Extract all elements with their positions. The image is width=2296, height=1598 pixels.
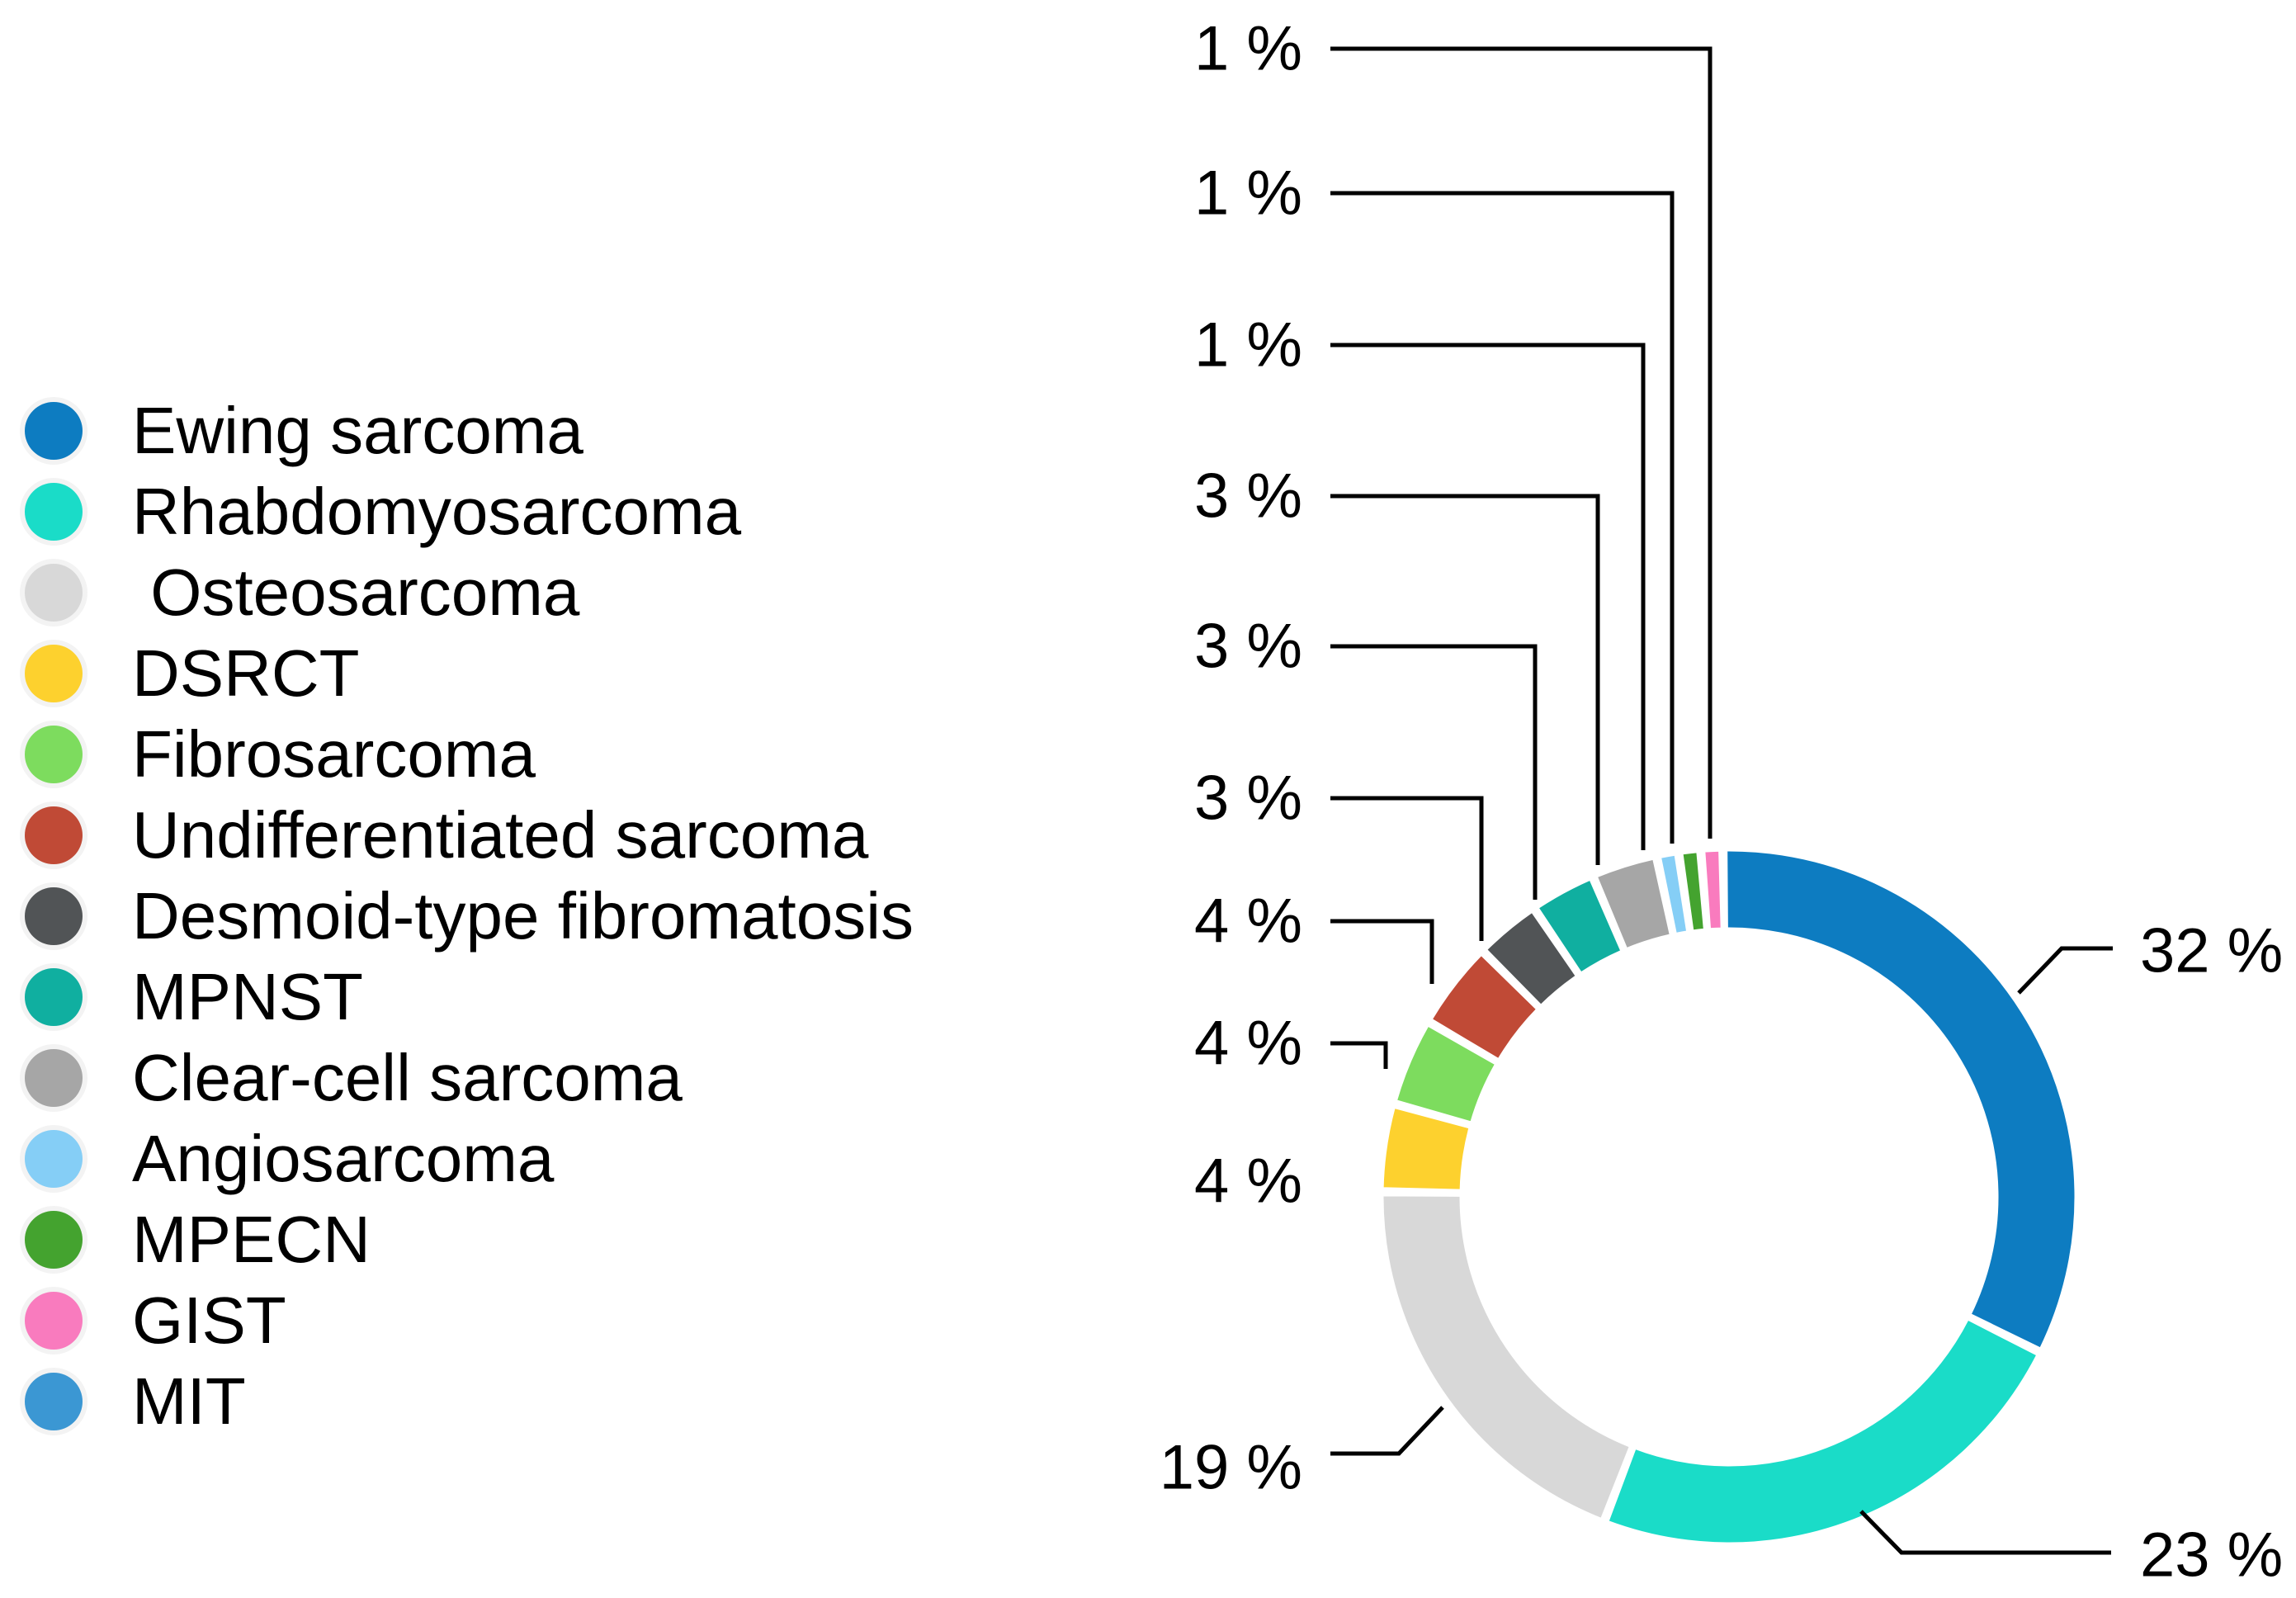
leader-line-osteosarcoma (1330, 1406, 1444, 1456)
legend-item-gist: GIST (25, 1280, 286, 1361)
legend-dot-clear-cell-sarcoma (25, 1049, 83, 1107)
legend-label-rhabdomyosarcoma: Rhabdomyosarcoma (132, 475, 742, 548)
legend-label-dsrct: DSRCT (132, 636, 360, 710)
percent-label-ewing-sarcoma: 32 % (2140, 916, 2283, 986)
legend-dot-mit (25, 1373, 83, 1430)
slice-mpecn (1680, 850, 1707, 933)
leader-line-fibrosarcoma (1330, 1041, 1388, 1069)
legend-dot-dsrct (25, 645, 83, 702)
leader-line-mpecn (1330, 191, 1675, 844)
legend-dot-ewing-sarcoma (25, 402, 83, 460)
slice-fibrosarcoma (1394, 1024, 1498, 1124)
legend-dot-rhabdomyosarcoma (25, 483, 83, 541)
percent-label-mpnst: 3 % (1194, 612, 1302, 682)
legend-item-mit: MIT (25, 1361, 246, 1442)
legend-label-clear-cell-sarcoma: Clear-cell sarcoma (132, 1041, 683, 1114)
leader-line-ewing-sarcoma (2017, 946, 2113, 995)
slice-osteosarcoma (1381, 1194, 1632, 1521)
percent-label-fibrosarcoma: 4 % (1194, 1009, 1302, 1079)
percent-label-mpecn: 1 % (1194, 158, 1302, 229)
legend-label-mit: MIT (132, 1364, 246, 1438)
leader-line-mpnst (1330, 644, 1538, 900)
legend-dot-fibrosarcoma (25, 726, 83, 783)
legend-label-osteosarcoma: Osteosarcoma (132, 556, 580, 629)
leader-line-undifferentiated-sarcoma (1330, 919, 1434, 984)
percent-label-gist: 1 % (1194, 14, 1302, 84)
legend-item-clear-cell-sarcoma: Clear-cell sarcoma (25, 1038, 683, 1118)
slice-undifferentiated-sarcoma (1429, 953, 1539, 1061)
leader-line-clear-cell-sarcoma (1330, 494, 1600, 865)
legend-dot-mpecn (25, 1211, 83, 1269)
slice-dsrct (1381, 1105, 1472, 1192)
percent-label-angiosarcoma: 1 % (1194, 310, 1302, 381)
legend-label-undifferentiated-sarcoma: Undifferentiated sarcoma (132, 798, 869, 872)
legend-item-osteosarcoma: Osteosarcoma (25, 552, 579, 633)
slice-ewing-sarcoma (1725, 849, 2077, 1351)
legend-item-rhabdomyosarcoma: Rhabdomyosarcoma (25, 471, 741, 552)
slice-mpnst (1536, 877, 1623, 976)
percent-label-rhabdomyosarcoma: 23 % (2140, 1520, 2283, 1591)
leader-lines (1330, 46, 2113, 1555)
legend-dot-mpnst (25, 968, 83, 1026)
legend-item-desmoid-type-fibromatosis: Desmoid-type fibromatosis (25, 876, 914, 957)
legend-dot-osteosarcoma (25, 564, 83, 622)
legend-label-desmoid-type-fibromatosis: Desmoid-type fibromatosis (132, 879, 914, 953)
leader-line-gist (1330, 46, 1713, 839)
legend-item-undifferentiated-sarcoma: Undifferentiated sarcoma (25, 795, 868, 876)
percent-label-osteosarcoma: 19 % (1160, 1433, 1302, 1503)
legend-label-fibrosarcoma: Fibrosarcoma (132, 717, 536, 791)
legend-label-mpnst: MPNST (132, 960, 363, 1033)
legend-dot-gist (25, 1292, 83, 1350)
leader-line-rhabdomyosarcoma (1859, 1510, 2111, 1555)
legend-item-mpnst: MPNST (25, 957, 363, 1038)
donut-slices (1381, 849, 2077, 1545)
legend-item-mpecn: MPECN (25, 1199, 371, 1280)
legend-label-ewing-sarcoma: Ewing sarcoma (132, 394, 583, 467)
legend-label-angiosarcoma: Angiosarcoma (132, 1122, 555, 1195)
slice-clear-cell-sarcoma (1594, 857, 1673, 951)
legend-label-gist: GIST (132, 1284, 286, 1357)
legend-dot-desmoid-type-fibromatosis (25, 887, 83, 945)
legend-dot-undifferentiated-sarcoma (25, 806, 83, 864)
leader-line-desmoid-type-fibromatosis (1330, 796, 1484, 941)
percent-label-dsrct: 4 % (1194, 1146, 1302, 1217)
leader-line-angiosarcoma (1330, 343, 1646, 850)
slice-rhabdomyosarcoma (1606, 1317, 2039, 1545)
legend-item-angiosarcoma: Angiosarcoma (25, 1118, 554, 1199)
percent-label-clear-cell-sarcoma: 3 % (1194, 461, 1302, 532)
percent-label-desmoid-type-fibromatosis: 3 % (1194, 764, 1302, 834)
percent-label-undifferentiated-sarcoma: 4 % (1194, 886, 1302, 957)
slice-gist (1703, 849, 1723, 931)
legend-dot-angiosarcoma (25, 1130, 83, 1188)
legend-item-dsrct: DSRCT (25, 633, 360, 714)
percent-labels: 32 % 23 % 19 % 4 % 4 % 4 % 3 % 3 % 3 % 1 % 1 % 1 % (1160, 14, 2283, 1591)
slice-desmoid-type-fibromatosis (1484, 910, 1579, 1008)
legend-item-ewing-sarcoma: Ewing sarcoma (25, 390, 583, 471)
legend-item-fibrosarcoma: Fibrosarcoma (25, 714, 536, 795)
legend-label-mpecn: MPECN (132, 1203, 371, 1276)
slice-angiosarcoma (1658, 853, 1689, 936)
